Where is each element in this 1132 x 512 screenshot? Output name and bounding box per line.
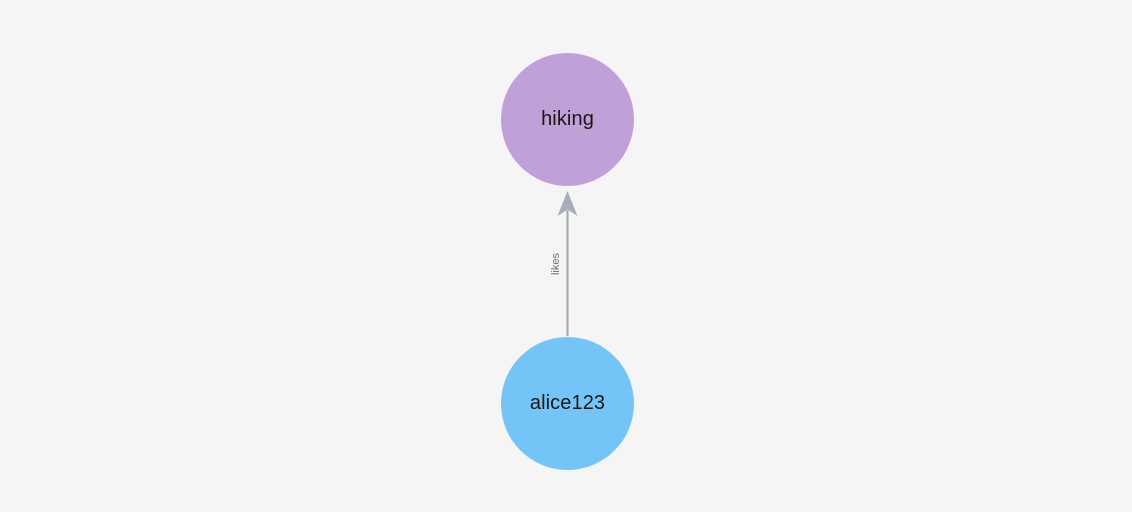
edge-alice123-likes-hiking[interactable] (557, 191, 578, 336)
node-label: alice123 (529, 392, 606, 414)
node-label: hiking (541, 108, 594, 130)
arrowhead-icon (557, 191, 578, 216)
graph-node-hiking[interactable]: hiking (501, 53, 634, 186)
graph-node-alice123[interactable]: alice123 (501, 337, 634, 470)
